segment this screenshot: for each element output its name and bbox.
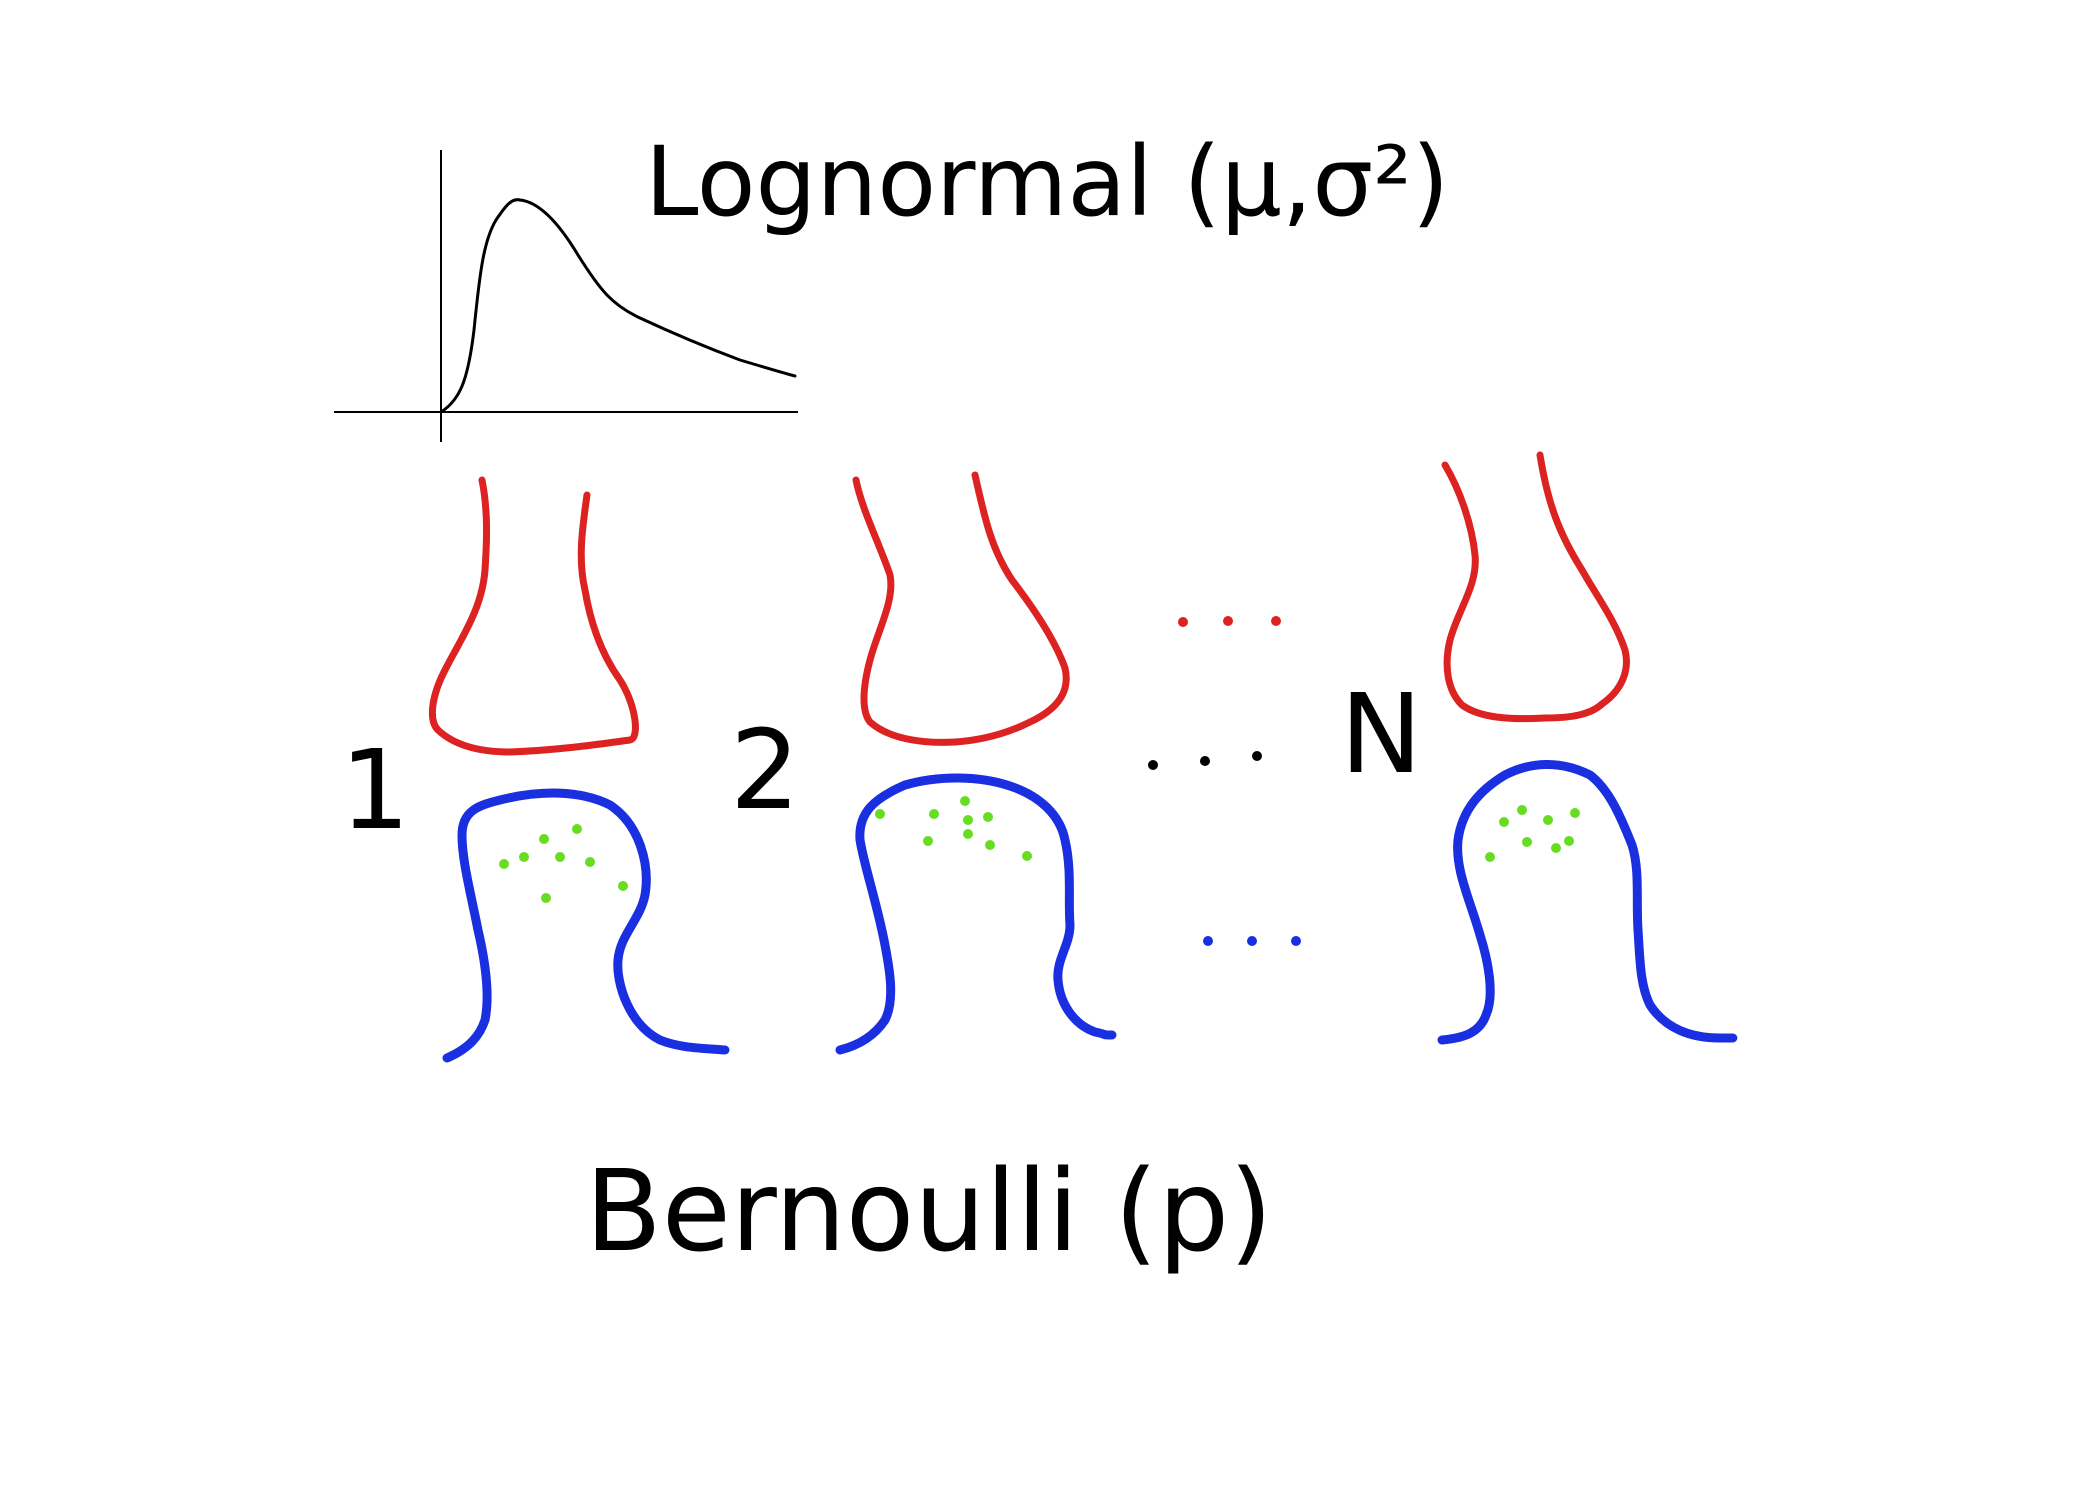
synapse-label-1: 1 [340,726,410,854]
synapse-label-n: N [1340,670,1422,798]
postsynaptic-terminal-icon [835,773,1117,1055]
ellipsis-postsynaptic [1203,936,1301,946]
synapse-2 [835,471,1117,1055]
synapse-n [1437,451,1738,1045]
synapse-label-2: 2 [730,706,800,834]
vesicle-dots-icon [1485,805,1580,862]
synapse-1 [428,476,730,1063]
lognormal-density-plot-icon [334,150,798,442]
lognormal-curve [439,198,797,414]
lognormal-title: Lognormal (μ,σ²) [645,126,1449,238]
presynaptic-terminal-icon [428,476,639,756]
vesicle-dots-icon [499,824,628,903]
bernoulli-title: Bernoulli (p) [585,1147,1273,1277]
presynaptic-terminal-icon [852,471,1070,746]
presynaptic-terminal-icon [1441,451,1630,723]
ellipsis-labels [1148,751,1262,770]
ellipsis-presynaptic [1178,616,1281,627]
vesicle-dots-icon [875,796,1032,861]
postsynaptic-terminal-icon [1437,760,1738,1045]
postsynaptic-terminal-icon [442,788,730,1063]
